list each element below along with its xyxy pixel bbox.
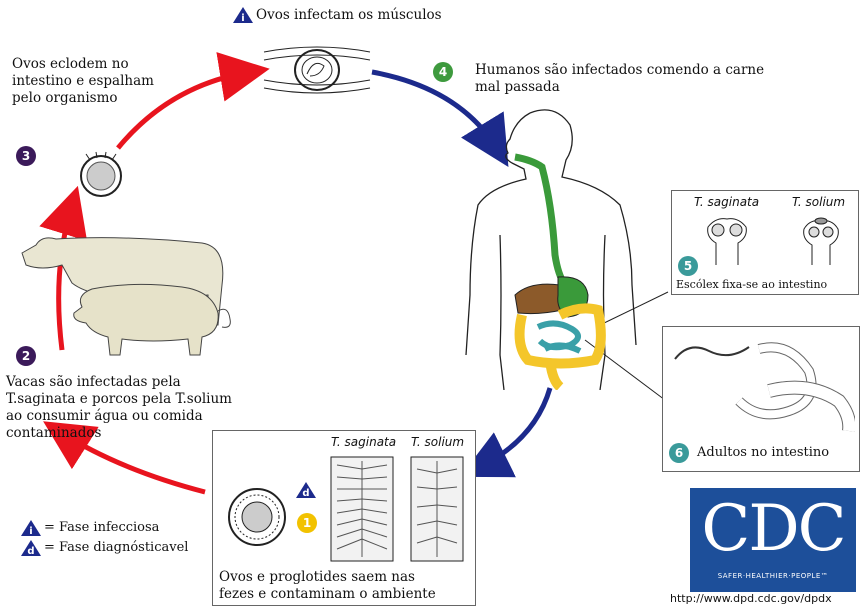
step-1-badge: 1 (297, 513, 317, 533)
step-4-badge: 4 (433, 62, 453, 82)
legend-infective-icon: i (20, 519, 42, 537)
svg-text:i: i (29, 526, 32, 537)
scolex-solium-drawing (796, 213, 846, 268)
cdc-logo-tagline: SAFER·HEALTHIER·PEOPLE™ (690, 572, 856, 580)
cow-and-pig-illustration (12, 225, 247, 365)
svg-text:d: d (27, 546, 34, 557)
svg-text:i: i (241, 13, 244, 24)
infective-stage-icon: i (232, 6, 254, 24)
oncosphere-illustration (74, 150, 128, 200)
muscle-cyst-illustration (262, 42, 372, 97)
scolex-solium-label: T. solium (792, 195, 845, 209)
legend: i = Fase infecciosa d = Fase diagnóstica… (20, 518, 188, 558)
legend-diagnostic: d = Fase diagnósticavel (20, 538, 188, 558)
proglottid-solium-drawing (407, 453, 467, 565)
title-row: i Ovos infectam os músculos (232, 6, 442, 24)
muscle-title: Ovos infectam os músculos (256, 7, 442, 24)
step-3-badge: 3 (16, 146, 36, 166)
legend-infective: i = Fase infecciosa (20, 518, 188, 538)
step-6-text: Adultos no intestino (697, 445, 829, 460)
legend-diagnostic-label: = Fase diagnósticavel (44, 538, 188, 558)
legend-infective-label: = Fase infecciosa (44, 518, 159, 538)
egg-drawing (225, 485, 289, 549)
proglottid-solium-label: T. solium (411, 435, 464, 449)
scolex-saginata-label: T. saginata (694, 195, 759, 209)
scolex-panel: T. saginata T. solium 5 Escólex fixa-se … (671, 190, 859, 295)
step-5-text: Escólex fixa-se ao intestino (676, 278, 827, 291)
cdc-logo-text: CDC (690, 490, 856, 568)
diagnostic-stage-icon: d (295, 481, 317, 499)
step-3-text: Ovos eclodem no intestino e espalham pel… (12, 56, 154, 107)
adult-worms-drawing (669, 331, 855, 435)
proglottid-saginata-drawing (327, 453, 397, 565)
proglottid-saginata-label: T. saginata (331, 435, 396, 449)
step-4-text: Humanos são infectados comendo a carne m… (475, 62, 764, 96)
step-2-text: Vacas são infectadas pela T.saginata e p… (6, 374, 232, 442)
cdc-url[interactable]: http://www.dpd.cdc.gov/dpdx (670, 592, 860, 605)
step-6-badge: 6 (669, 443, 689, 463)
adult-worms-panel: 6 Adultos no intestino (662, 326, 860, 472)
human-gut-illustration (460, 105, 660, 390)
cdc-logo: CDC SAFER·HEALTHIER·PEOPLE™ (690, 488, 856, 592)
step-1-text: Ovos e proglotides saem nas fezes e cont… (219, 569, 436, 603)
arrow-to-feces (478, 388, 550, 468)
eggs-proglottids-panel: T. saginata T. solium d 1 Ovos e proglot… (212, 430, 476, 606)
step-5-badge: 5 (678, 256, 698, 276)
legend-diagnostic-icon: d (20, 539, 42, 557)
scolex-saginata-drawing (702, 213, 752, 268)
svg-text:d: d (302, 488, 309, 499)
